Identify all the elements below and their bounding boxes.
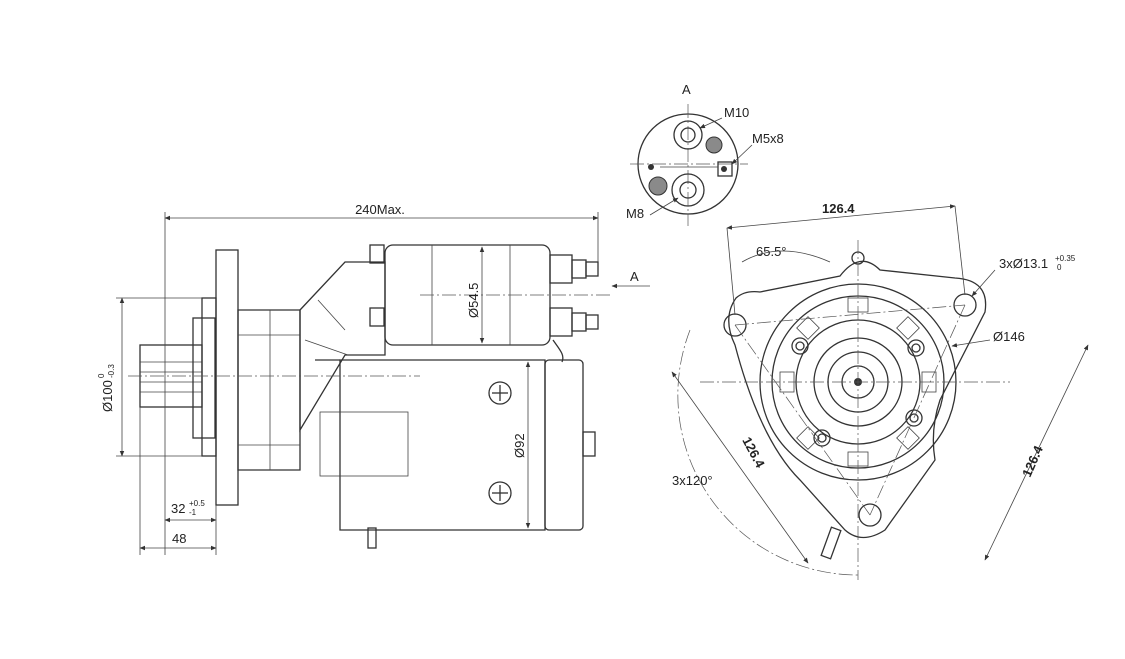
mounting-flange bbox=[215, 249, 239, 506]
mounting-hole-bottom bbox=[858, 503, 882, 527]
detail-thread-top: M10 bbox=[724, 105, 749, 120]
side-view bbox=[128, 244, 610, 549]
side-view-dimensions: 240Max. Ø100 0 -0.3 Ø54.5 Ø92 32 +0.5 -1… bbox=[97, 202, 650, 555]
triangular-flange bbox=[728, 260, 987, 539]
detail-a-title: A bbox=[682, 82, 691, 97]
solenoid-terminals bbox=[549, 254, 599, 337]
nose-length-label: 48 bbox=[172, 531, 186, 546]
hole-spec-label: 3xØ13.1 bbox=[999, 256, 1048, 271]
hole-tol-lower: 0 bbox=[1057, 263, 1062, 272]
front-view bbox=[677, 240, 1010, 580]
overall-length-label: 240Max. bbox=[355, 202, 405, 217]
solenoid-diameter-label: Ø54.5 bbox=[466, 283, 481, 318]
solenoid bbox=[384, 244, 551, 346]
pilot-length-label: 32 bbox=[171, 501, 185, 516]
motor-body bbox=[339, 359, 546, 531]
housing-bolts bbox=[791, 337, 925, 447]
flange-tol-upper: 0 bbox=[97, 373, 106, 378]
lever-housing bbox=[299, 261, 386, 433]
pilot-tol-lower: -1 bbox=[189, 508, 197, 517]
pitch-circle-label: Ø146 bbox=[993, 329, 1025, 344]
hole-tol-upper: +0.35 bbox=[1055, 254, 1076, 263]
detail-thread-bottom: M8 bbox=[626, 206, 644, 221]
left-distance-label: 126.4 bbox=[739, 434, 768, 470]
drive-housing bbox=[237, 309, 301, 471]
right-distance-label: 126.4 bbox=[1019, 443, 1046, 480]
end-cap bbox=[544, 359, 584, 531]
top-distance-label: 126.4 bbox=[822, 201, 855, 216]
pilot-tol-upper: +0.5 bbox=[189, 499, 205, 508]
flange-tol-lower: -0.3 bbox=[107, 364, 116, 378]
body-diameter-label: Ø92 bbox=[512, 433, 527, 458]
detail-thread-small: M5x8 bbox=[752, 131, 784, 146]
flange-diameter-label: Ø100 bbox=[100, 380, 115, 412]
view-arrow-label: A bbox=[630, 269, 639, 284]
pilot bbox=[192, 317, 216, 439]
through-bolt-screws bbox=[488, 381, 512, 505]
detail-a-view: A M10 M5x8 M8 bbox=[626, 82, 784, 226]
angular-spacing-label: 3x120° bbox=[672, 473, 713, 488]
